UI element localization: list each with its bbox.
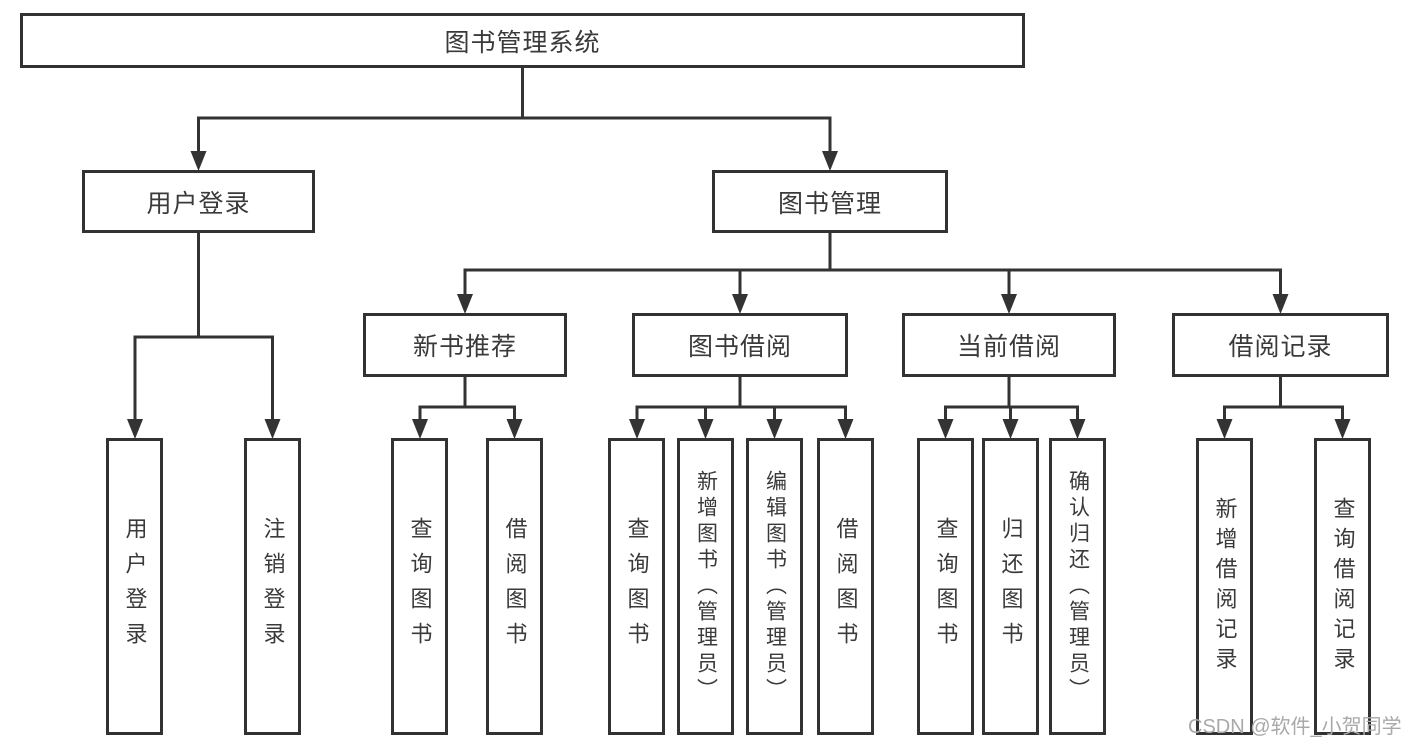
node-book-management: 图书管理 xyxy=(712,170,948,233)
node-book-borrowing: 图书借阅 xyxy=(632,313,848,377)
leaf-add-books-admin: 新增图书（管理员） xyxy=(677,438,734,735)
node-user-login: 用户登录 xyxy=(82,170,315,233)
leaf-label: 确认归还（管理员） xyxy=(1066,469,1090,704)
node-borrowing-records: 借阅记录 xyxy=(1172,313,1389,377)
node-label: 新书推荐 xyxy=(412,333,517,361)
leaf-label: 新增图书（管理员） xyxy=(694,469,718,704)
node-label: 当前借阅 xyxy=(956,333,1061,361)
node-label: 图书管理 xyxy=(777,189,882,218)
leaf-user-login: 用户登录 xyxy=(106,438,163,735)
leaf-label: 注销登录 xyxy=(260,516,286,657)
leaf-return-books: 归还图书 xyxy=(982,438,1039,735)
node-library-management-system: 图书管理系统 xyxy=(20,13,1025,68)
node-label: 用户登录 xyxy=(146,189,251,218)
node-label: 图书管理系统 xyxy=(444,28,601,57)
leaf-label: 编辑图书（管理员） xyxy=(763,469,787,704)
node-label: 借阅记录 xyxy=(1228,333,1333,361)
node-new-book-recommendation: 新书推荐 xyxy=(363,313,567,377)
leaf-label: 查询借阅记录 xyxy=(1330,496,1356,677)
node-label: 图书借阅 xyxy=(687,333,792,361)
leaf-logout: 注销登录 xyxy=(244,438,301,735)
csdn-watermark: CSDN @软件_小贺同学 xyxy=(1188,716,1402,738)
leaf-label: 新增借阅记录 xyxy=(1212,496,1238,677)
node-current-borrowing: 当前借阅 xyxy=(902,313,1116,377)
leaf-label: 查询图书 xyxy=(624,516,650,657)
leaf-query-books-borrow: 查询图书 xyxy=(608,438,665,735)
leaf-label: 查询图书 xyxy=(407,516,433,657)
leaf-label: 归还图书 xyxy=(998,516,1024,657)
leaf-confirm-return-admin: 确认归还（管理员） xyxy=(1049,438,1106,735)
leaf-edit-books-admin: 编辑图书（管理员） xyxy=(746,438,803,735)
leaf-borrow-books: 借阅图书 xyxy=(817,438,874,735)
leaf-query-borrow-record: 查询借阅记录 xyxy=(1314,438,1371,735)
leaf-query-books-recommend: 查询图书 xyxy=(391,438,448,735)
leaf-add-borrow-record: 新增借阅记录 xyxy=(1196,438,1253,735)
leaf-borrow-books-recommend: 借阅图书 xyxy=(486,438,543,735)
leaf-label: 借阅图书 xyxy=(833,516,859,657)
leaf-label: 借阅图书 xyxy=(502,516,528,657)
leaf-label: 查询图书 xyxy=(933,516,959,657)
leaf-label: 用户登录 xyxy=(122,516,148,657)
leaf-query-books-current: 查询图书 xyxy=(917,438,974,735)
